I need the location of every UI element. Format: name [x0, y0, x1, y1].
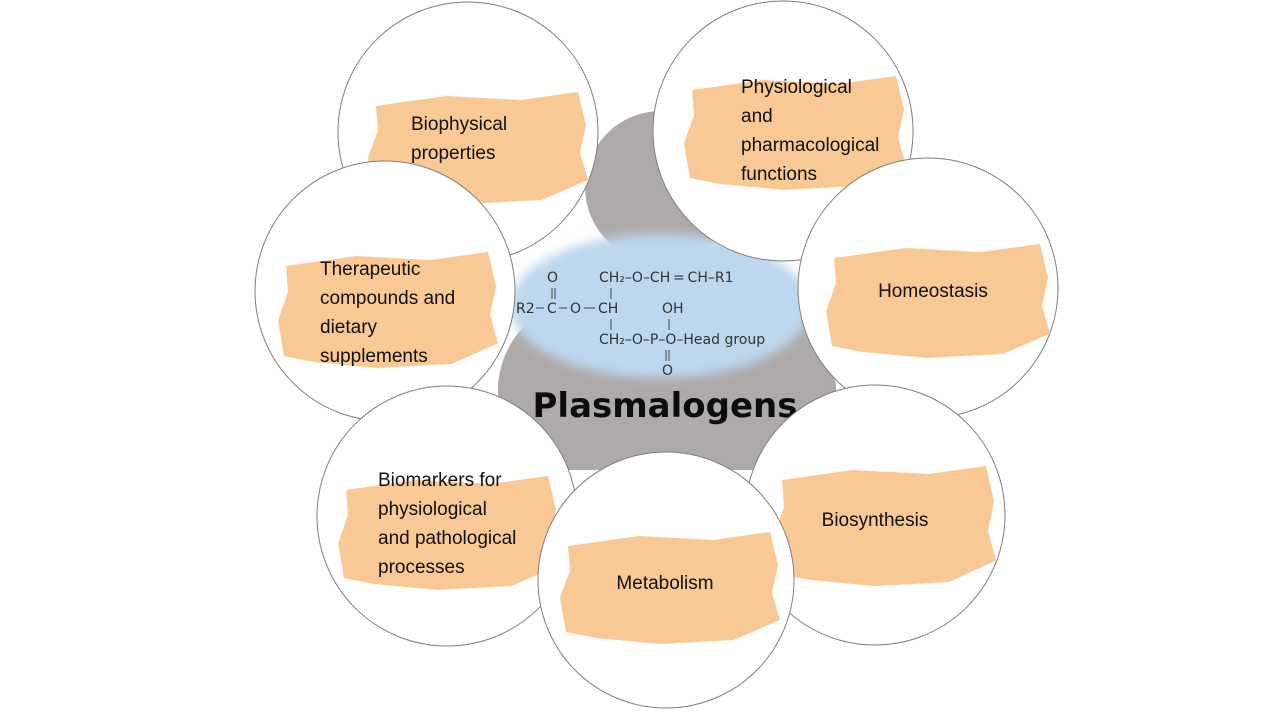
topic-highlight-physiological	[684, 76, 906, 190]
topic-label-physiological: Physiological and pharmacological functions	[741, 77, 879, 185]
topic-label-line: dietary	[320, 317, 378, 338]
topic-label-line: compounds and	[320, 288, 455, 309]
topic-node-therapeutic: Therapeutic compounds and dietary supplemen…	[254, 160, 516, 422]
structure-r2: R2	[516, 301, 535, 317]
structure-ch: CH	[598, 301, 618, 317]
diagram-title: Plasmalogens	[533, 386, 798, 426]
structure-top-o: O	[547, 270, 558, 286]
topic-label-line: Metabolism	[616, 573, 713, 594]
topic-label-line: Therapeutic	[320, 259, 420, 280]
structure-oh: OH	[662, 301, 684, 317]
topic-label-line: Biophysical	[411, 114, 507, 135]
topic-label-biosynthesis: Biosynthesis	[822, 510, 929, 531]
structure-row-3: CH₂–O–P–O–Head group	[599, 332, 765, 348]
topic-label-line: Biosynthesis	[822, 510, 929, 531]
topic-label-line: physiological	[378, 499, 487, 520]
topic-node-metabolism: Metabolism	[537, 451, 795, 709]
topic-label-line: pharmacological	[741, 135, 879, 156]
topic-label-metabolism: Metabolism	[616, 573, 713, 594]
topic-label-biophysical: Biophysical properties	[411, 114, 507, 164]
topic-highlight-therapeutic	[278, 252, 498, 368]
topic-label-line: processes	[378, 557, 465, 578]
topic-highlight-biomarkers	[338, 476, 558, 590]
topic-label-line: properties	[411, 143, 496, 164]
plasmalogen-structure: O CH₂–O–CH = CH–R1 R2 C O CH OH CH₂–O–P–…	[510, 234, 810, 379]
structure-row-1: CH₂–O–CH = CH–R1	[599, 270, 734, 286]
topic-nodes: Physiological and pharmacological functions…	[254, 0, 1059, 709]
topic-label-therapeutic: Therapeutic compounds and dietary supplemen…	[320, 259, 455, 367]
topic-label-line: functions	[741, 164, 817, 185]
topic-label-line: Biomarkers for	[378, 470, 502, 491]
topic-highlight-biosynthesis	[774, 466, 996, 586]
topic-highlight-homeostasis	[826, 244, 1050, 358]
topic-node-homeostasis: Homeostasis	[797, 157, 1059, 419]
topic-highlight-metabolism	[560, 532, 780, 644]
structure-halo	[510, 234, 810, 378]
topic-label-biomarkers: Biomarkers for physiological and pathologi…	[378, 470, 516, 578]
topic-label-line: supplements	[320, 346, 428, 367]
topic-node-biosynthesis: Biosynthesis	[744, 384, 1006, 646]
topic-label-line: Physiological	[741, 77, 852, 98]
topic-node-biomarkers: Biomarkers for physiological and pathologi…	[316, 385, 578, 647]
structure-ester-o: O	[570, 301, 581, 317]
topic-label-line: Homeostasis	[878, 281, 988, 302]
structure-carbonyl-c: C	[547, 301, 557, 317]
topic-label-line: and pathological	[378, 528, 516, 549]
topic-label-homeostasis: Homeostasis	[878, 281, 988, 302]
topic-label-line: and	[741, 106, 773, 127]
structure-bottom-o: O	[662, 363, 673, 379]
